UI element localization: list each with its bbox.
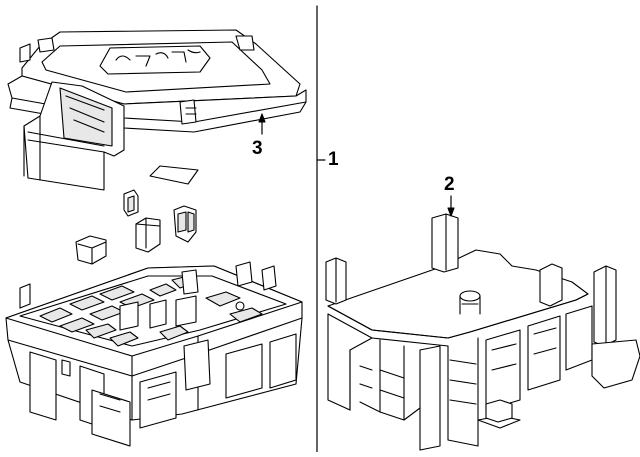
- part-3-cover: [7, 29, 307, 191]
- callout-1: 1: [328, 149, 339, 170]
- callout-2: 2: [444, 174, 455, 195]
- part-1-fuse-box: [5, 261, 303, 447]
- callout-3: 3: [252, 138, 263, 159]
- part-2-bracket: [325, 195, 640, 451]
- loose-fuses: [75, 165, 199, 265]
- assembly-bracket: [316, 5, 326, 453]
